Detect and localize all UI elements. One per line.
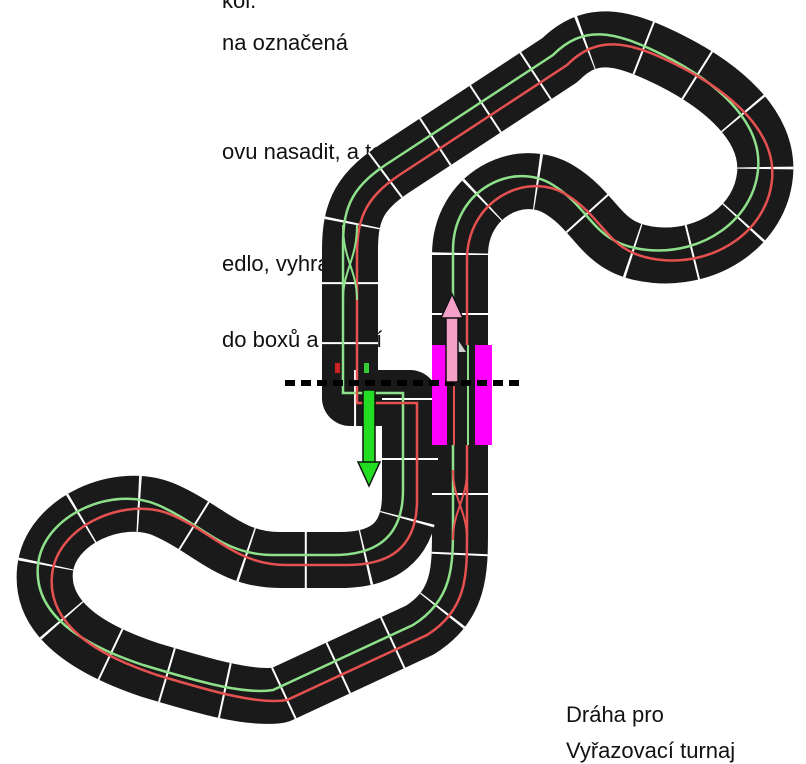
direction-arrow-down: [356, 389, 382, 488]
direction-arrow-up: [439, 292, 465, 383]
car-marker-red: [335, 363, 340, 373]
text-fragment: kol.: [222, 0, 257, 13]
text-fragment: na označená: [222, 30, 348, 55]
caption-line-1: Dráha pro: [566, 702, 664, 727]
crossover-left: [342, 224, 358, 301]
car-marker-green: [364, 363, 369, 373]
track-surface: [45, 39, 766, 696]
crossover-right: [452, 469, 468, 541]
text-fragment: ovu nasadit, a to: [222, 139, 384, 164]
caption-line-2: Vyřazovací turnaj: [566, 738, 736, 763]
